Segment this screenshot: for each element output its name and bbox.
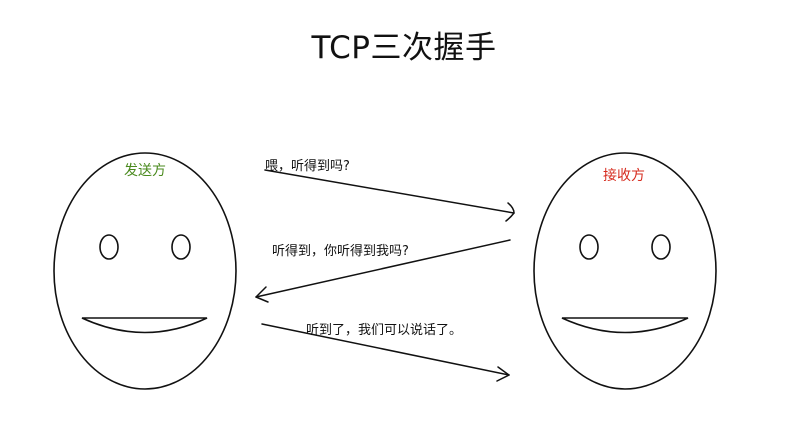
message-syn: 喂，听得到吗? (265, 159, 350, 174)
receiver-smile (561, 317, 689, 334)
arrow-syn (264, 169, 515, 222)
sender-smile (81, 317, 208, 334)
receiver-right-eye (651, 234, 671, 260)
sender-head (53, 152, 237, 390)
sender-face (53, 152, 237, 390)
sender-right-eye (171, 234, 191, 260)
receiver-left-eye (579, 234, 599, 260)
diagram-title: TCP三次握手 (311, 30, 497, 66)
sender-label: 发送方 (124, 163, 166, 179)
sender-left-eye (99, 234, 119, 260)
receiver-head (533, 152, 717, 390)
message-ack: 听到了，我们可以说话了。 (306, 323, 463, 338)
message-syn-ack: 听得到，你听得到我吗? (272, 244, 409, 259)
arrow-syn-ack (255, 239, 511, 303)
arrow-ack (261, 323, 510, 382)
receiver-face (533, 152, 717, 390)
receiver-label: 接收方 (603, 168, 645, 184)
